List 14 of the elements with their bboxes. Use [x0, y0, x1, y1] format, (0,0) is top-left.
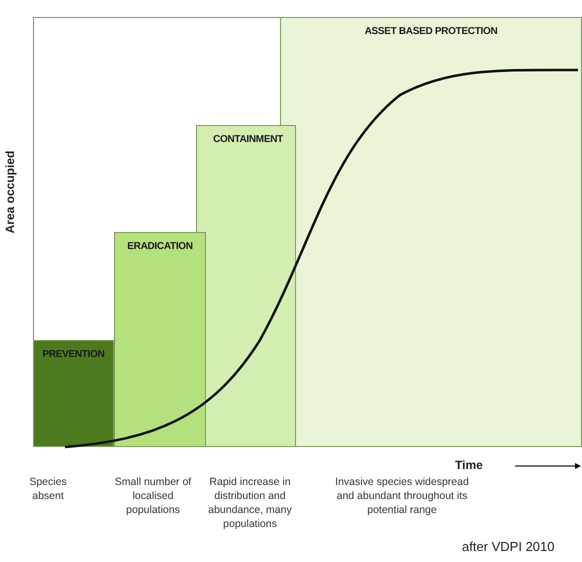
axis-label: Area occupied [3, 150, 17, 236]
phase-title: PREVENTION [41, 349, 106, 360]
axis-label: Time [455, 458, 484, 472]
source-note: after VDPI 2010 [462, 540, 556, 554]
eradication-box [114, 232, 206, 447]
stage-description: Invasive species widespread and abundant throughout its potential range [334, 475, 470, 517]
stage-description: Small number of localised populations [114, 475, 192, 517]
stage-description: Species absent [28, 475, 68, 503]
phase-title: CONTAINMENT [212, 134, 284, 145]
containment-box [196, 125, 296, 447]
phase-title: ERADICATION [126, 241, 194, 252]
stage-description: Rapid increase in distribution and abundance, many populations [207, 475, 293, 531]
phase-title: ASSET BASED PROTECTION [364, 26, 498, 37]
prevention-box [33, 340, 114, 447]
